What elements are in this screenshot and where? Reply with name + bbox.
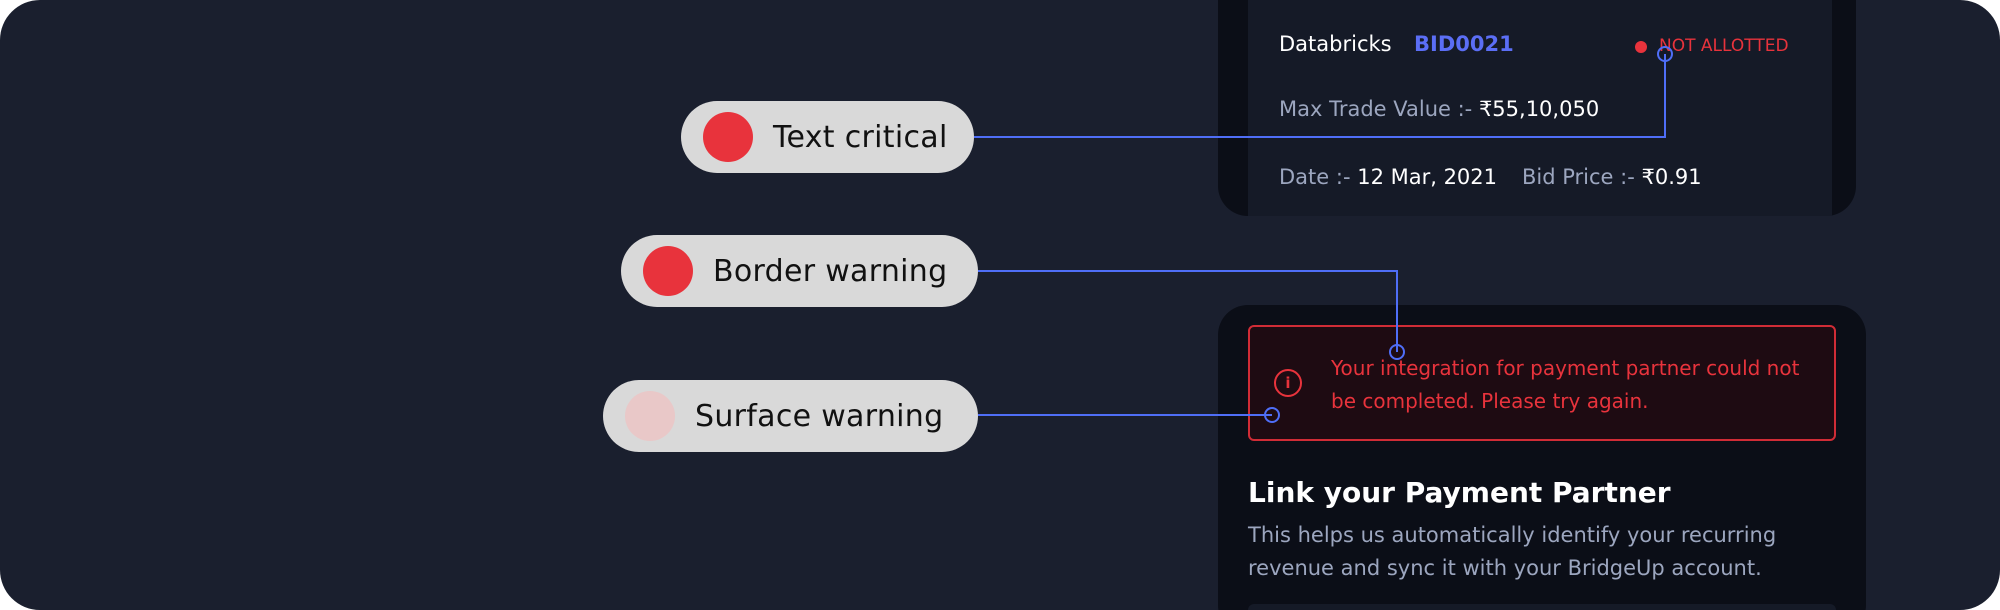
info-icon: i xyxy=(1274,369,1302,397)
status-badge: NOT ALLOTTED xyxy=(1659,36,1789,56)
date-value: 12 Mar, 2021 xyxy=(1357,165,1498,189)
max-trade-value: ₹55,10,050 xyxy=(1478,97,1600,121)
max-trade-value-row: Max Trade Value :- ₹55,10,050 xyxy=(1279,97,1599,121)
legend-pill-text-critical: Text critical xyxy=(681,101,974,173)
legend-label-surface-warning: Surface warning xyxy=(695,398,944,434)
status-dot-icon xyxy=(1635,41,1647,53)
legend-swatch-text-critical xyxy=(703,112,753,162)
bid-price-label: Bid Price :- xyxy=(1522,165,1642,189)
section-heading: Link your Payment Partner xyxy=(1248,476,1671,509)
legend-swatch-surface-warning xyxy=(625,391,675,441)
bid-price-value: ₹0.91 xyxy=(1641,165,1702,189)
date-row: Date :- 12 Mar, 2021 xyxy=(1279,165,1497,189)
legend-label-border-warning: Border warning xyxy=(713,253,948,289)
legend-label-text-critical: Text critical xyxy=(773,119,948,155)
section-description: This helps us automatically identify you… xyxy=(1248,523,1777,580)
partner-select-field[interactable] xyxy=(1248,604,1836,610)
max-trade-value-label: Max Trade Value :- xyxy=(1279,97,1479,121)
bid-id-link[interactable]: BID0021 xyxy=(1414,32,1514,56)
legend-swatch-border-warning xyxy=(643,246,693,296)
error-alert-text: Your integration for payment partner cou… xyxy=(1331,356,1800,413)
legend-pill-border-warning: Border warning xyxy=(621,235,978,307)
legend-pill-surface-warning: Surface warning xyxy=(603,380,978,452)
date-label: Date :- xyxy=(1279,165,1358,189)
bid-price-row: Bid Price :- ₹0.91 xyxy=(1522,165,1702,189)
company-name: Databricks xyxy=(1279,32,1392,56)
